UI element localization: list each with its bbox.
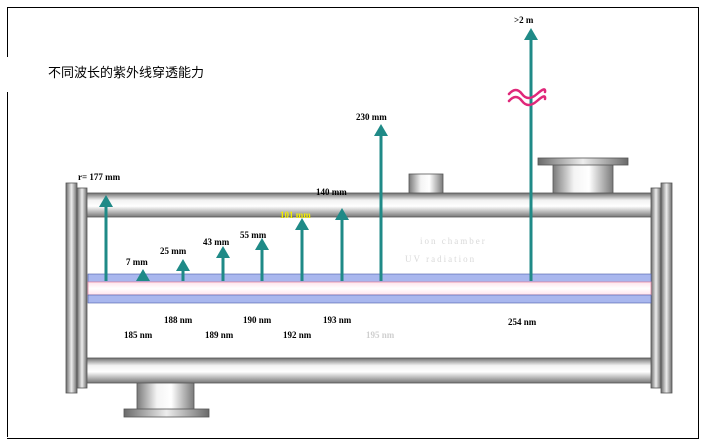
penetration-arrow: 140 mm xyxy=(316,187,349,281)
left-end-flange-outer xyxy=(65,182,78,394)
penetration-label: 230 mm xyxy=(356,112,387,122)
arrow-head xyxy=(295,218,309,230)
penetration-label: 43 mm xyxy=(203,237,230,247)
wavelength-189nm: 189 nm xyxy=(205,330,234,340)
arrow-head xyxy=(216,246,230,258)
penetration-arrow: 25 mm xyxy=(160,246,190,281)
penetration-label: 140 mm xyxy=(316,187,347,197)
arrow-head xyxy=(524,28,538,40)
right-end-flange-inner xyxy=(650,187,662,389)
reactor-bottom-wall xyxy=(85,357,653,384)
wavelength-188nm: 188 nm xyxy=(164,315,193,325)
top-nozzle-large-flange xyxy=(537,157,629,166)
penetration-label: >2 m xyxy=(514,15,534,25)
lamp-sleeve-top xyxy=(87,273,652,283)
wavelength-190nm: 190 nm xyxy=(243,315,272,325)
uv-lamp xyxy=(87,281,652,296)
left-end-flange-inner xyxy=(76,187,88,389)
wavelength-195nm: 195 nm xyxy=(366,330,395,340)
diagram-title: 不同波长的紫外线穿透能力 xyxy=(48,66,205,81)
penetration-arrow: >2 m xyxy=(514,15,538,281)
penetration-arrow: 55 mm xyxy=(240,230,269,281)
penetration-label: 55 mm xyxy=(240,230,267,240)
arrow-head xyxy=(335,208,349,220)
penetration-label: 101 mm xyxy=(280,210,311,220)
penetration-arrow: 7 mm xyxy=(126,257,150,281)
outer-frame xyxy=(7,7,699,439)
penetration-arrow: r= 177 mm xyxy=(78,172,121,281)
right-end-flange-outer xyxy=(660,182,673,394)
reactor-top-wall xyxy=(85,192,653,218)
penetration-arrows: r= 177 mm 7 mm 25 mm 43 mm 55 mm 101 mm 140 mm… xyxy=(78,15,538,281)
penetration-label: 25 mm xyxy=(160,246,187,256)
ghost-text-2: UV radiation xyxy=(405,254,476,264)
arrow-head xyxy=(136,269,150,281)
bottom-nozzle-flange xyxy=(123,408,210,418)
arrow-head xyxy=(99,195,113,207)
penetration-label: 7 mm xyxy=(126,257,148,267)
lamp-sleeve-bottom xyxy=(87,294,652,304)
top-nozzle-small xyxy=(408,173,444,195)
penetration-arrow: 101 mm xyxy=(280,210,311,281)
arrow-head xyxy=(176,259,190,271)
wavelength-192nm: 192 nm xyxy=(283,330,312,340)
penetration-arrow: 43 mm xyxy=(203,237,230,281)
penetration-arrow: 230 mm xyxy=(356,112,388,281)
arrow-head xyxy=(374,124,388,136)
bottom-nozzle xyxy=(136,380,195,411)
top-nozzle-large xyxy=(552,162,614,195)
arrow-head xyxy=(255,238,269,250)
penetration-label: r= 177 mm xyxy=(78,172,121,182)
frame-left-edge-bottom xyxy=(7,92,8,437)
wavelength-193nm: 193 nm xyxy=(323,315,352,325)
wavelength-185nm: 185 nm xyxy=(124,330,153,340)
axis-break-mark xyxy=(507,88,547,107)
wavelength-254nm: 254 nm xyxy=(508,317,537,327)
frame-left-edge-top xyxy=(7,7,8,57)
ghost-text-1: ion chamber xyxy=(420,236,487,246)
